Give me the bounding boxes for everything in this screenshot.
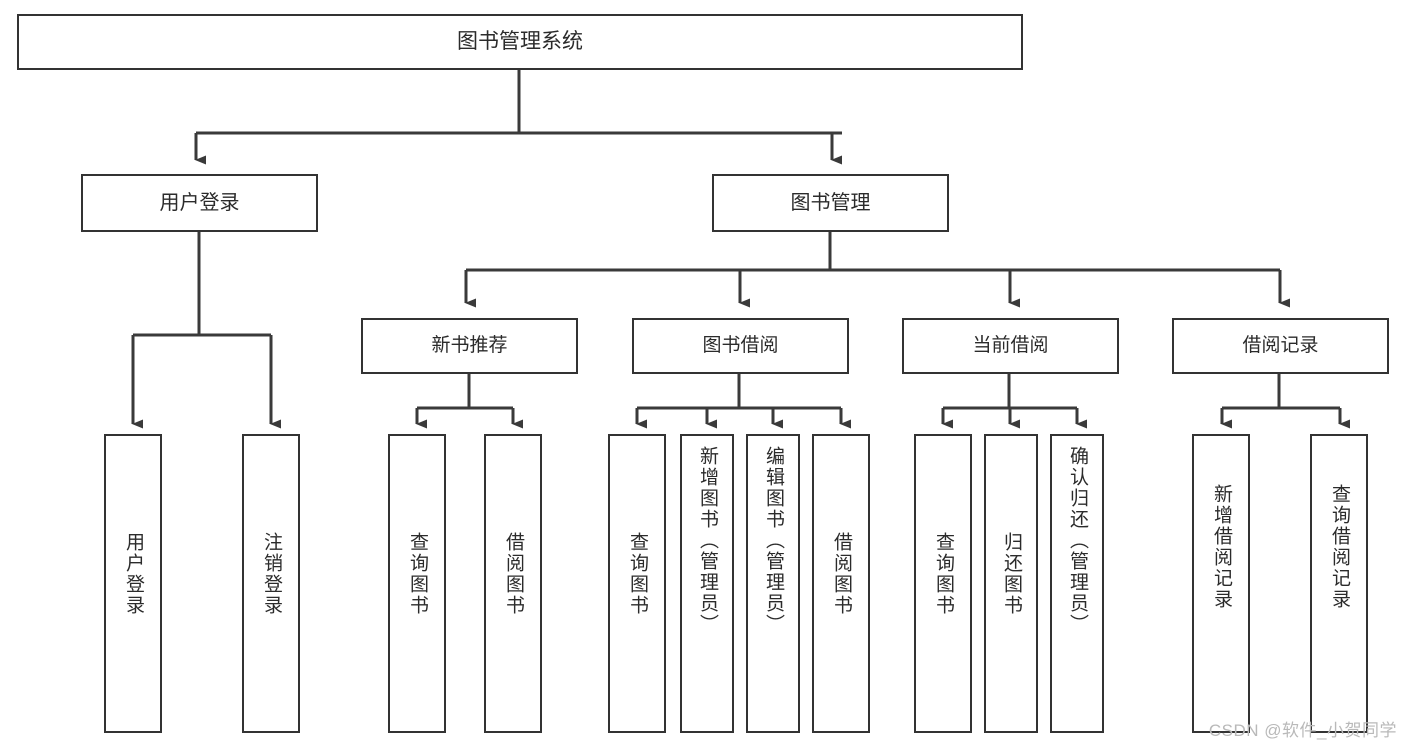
node-borrow-book-2[interactable]: 借阅图书 (812, 434, 870, 733)
node-query-book-2[interactable]: 查询图书 (608, 434, 666, 733)
node-book-manage[interactable]: 图书管理 (712, 174, 949, 232)
node-current-borrow-label: 当前借阅 (972, 335, 1049, 357)
node-confirm-return[interactable]: 确认归还（管理员） (1050, 434, 1104, 733)
node-borrow-record-label: 借阅记录 (1242, 335, 1319, 357)
node-query-book-1[interactable]: 查询图书 (388, 434, 446, 733)
node-borrow-book-2-label: 借阅图书 (830, 532, 852, 616)
node-edit-book[interactable]: 编辑图书（管理员） (746, 434, 800, 733)
node-add-record[interactable]: 新增借阅记录 (1192, 434, 1250, 733)
node-logout-label: 注销登录 (260, 532, 282, 616)
node-confirm-return-label: 确认归还（管理员） (1066, 446, 1088, 635)
watermark: CSDN @软件_小贺同学 (1208, 721, 1397, 740)
node-borrow-book-1-label: 借阅图书 (502, 532, 524, 616)
node-add-book-label: 新增图书（管理员） (696, 446, 718, 635)
node-query-book-1-label: 查询图书 (406, 532, 428, 616)
node-add-book[interactable]: 新增图书（管理员） (680, 434, 734, 733)
node-query-book-3[interactable]: 查询图书 (914, 434, 972, 733)
node-user-login-label: 用户登录 (159, 191, 240, 214)
node-add-record-label: 新增借阅记录 (1210, 484, 1232, 610)
node-borrow-record[interactable]: 借阅记录 (1172, 318, 1389, 374)
node-new-book-recommend[interactable]: 新书推荐 (361, 318, 578, 374)
node-current-borrow[interactable]: 当前借阅 (902, 318, 1119, 374)
node-return-book[interactable]: 归还图书 (984, 434, 1038, 733)
node-query-book-2-label: 查询图书 (626, 532, 648, 616)
node-user-login[interactable]: 用户登录 (81, 174, 318, 232)
node-return-book-label: 归还图书 (1000, 532, 1022, 616)
node-login-label: 用户登录 (122, 532, 144, 616)
node-book-manage-label: 图书管理 (790, 191, 871, 214)
node-edit-book-label: 编辑图书（管理员） (762, 446, 784, 635)
node-query-record-label: 查询借阅记录 (1328, 484, 1350, 610)
node-logout[interactable]: 注销登录 (242, 434, 300, 733)
node-borrow-book-1[interactable]: 借阅图书 (484, 434, 542, 733)
node-book-borrow-label: 图书借阅 (702, 335, 779, 357)
node-root[interactable]: 图书管理系统 (17, 14, 1023, 70)
node-query-record[interactable]: 查询借阅记录 (1310, 434, 1368, 733)
node-login[interactable]: 用户登录 (104, 434, 162, 733)
node-root-label: 图书管理系统 (457, 29, 583, 53)
node-book-borrow[interactable]: 图书借阅 (632, 318, 849, 374)
node-new-book-recommend-label: 新书推荐 (431, 335, 508, 357)
node-query-book-3-label: 查询图书 (932, 532, 954, 616)
